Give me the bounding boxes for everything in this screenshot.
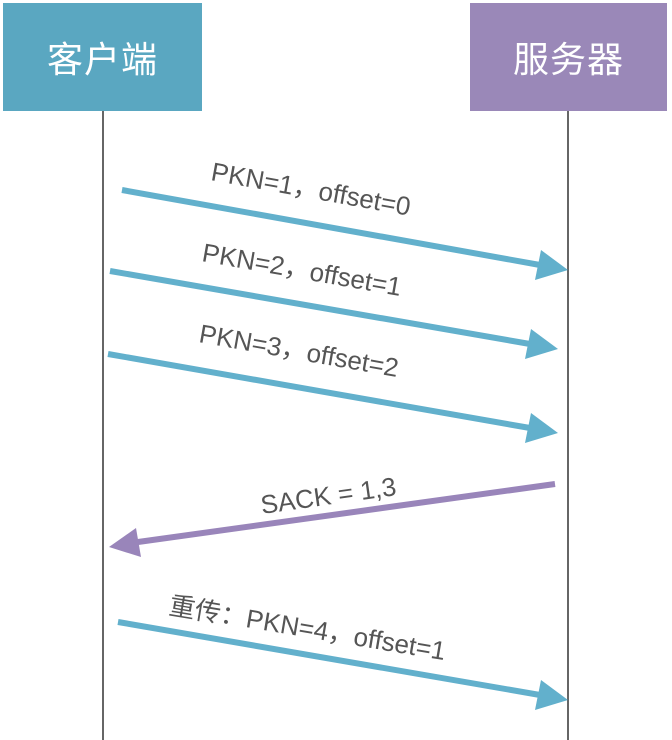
message-2-arrow	[109, 268, 531, 347]
message-3-arrowhead	[525, 413, 558, 443]
message-1-arrowhead	[535, 250, 568, 280]
message-2-arrowhead	[525, 329, 558, 359]
message-1-arrow	[121, 187, 541, 268]
server-label: 服务器	[512, 40, 624, 81]
client-participant-box: 客户端	[3, 3, 202, 111]
message-4-arrow	[137, 481, 556, 545]
message-5-arrow	[117, 619, 541, 698]
message-4-arrowhead	[109, 528, 141, 557]
message-5-arrowhead	[535, 680, 568, 710]
client-label: 客户端	[46, 40, 158, 81]
message-5: 重传：PKN=4，offset=1	[117, 590, 568, 710]
message-3-arrow	[107, 351, 531, 431]
message-4: SACK = 1,3	[109, 471, 556, 557]
server-participant-box: 服务器	[470, 3, 667, 111]
